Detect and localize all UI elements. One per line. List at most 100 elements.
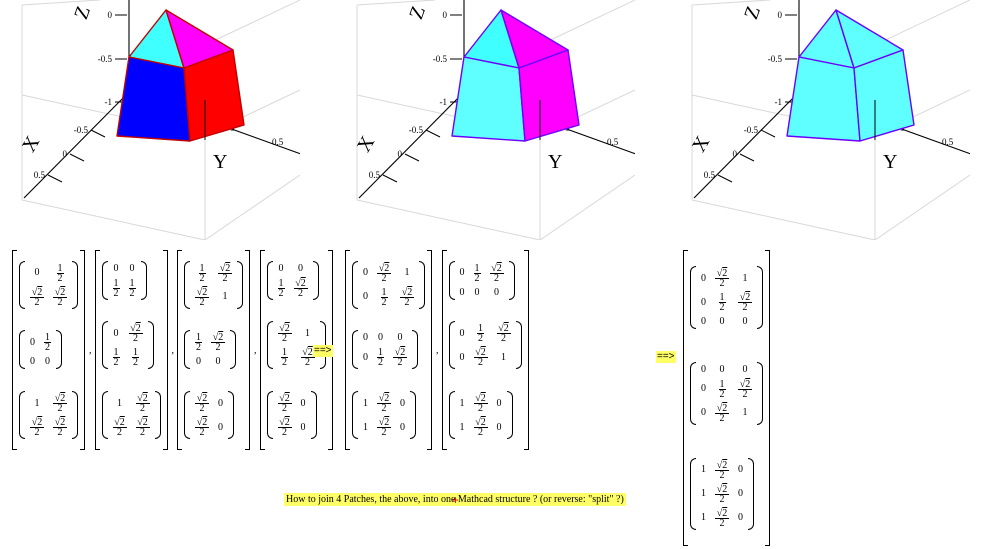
patch-bottom-left	[451, 56, 526, 142]
box-edge	[874, 0, 970, 46]
surface	[116, 9, 245, 142]
surface	[451, 9, 580, 142]
patch-bottom-left	[116, 56, 191, 142]
x-axis-line	[358, 91, 465, 199]
z-tick-label: -1	[105, 97, 113, 107]
z-tick-label: -1	[440, 97, 448, 107]
z-tick-label: 0	[443, 10, 448, 20]
x-tick-label: -0.5	[744, 125, 759, 135]
x-tick-label: 0.5	[704, 170, 716, 180]
box-edge	[356, 199, 541, 240]
bounding-box	[356, 0, 635, 240]
z-tick-label: 0	[778, 10, 783, 20]
x-tick-label: 0	[398, 149, 403, 159]
x-tick-mark	[47, 174, 63, 183]
y-tick-label: 0.5	[607, 137, 619, 147]
z-tick-label: 0	[108, 10, 113, 20]
x-tick-label: 0.5	[34, 170, 46, 180]
x-tick-label: 0	[63, 149, 68, 159]
z-tick-label: -0.5	[768, 54, 783, 64]
arrow-label-2: ==>	[656, 351, 676, 363]
z-tick-label: -0.5	[98, 54, 113, 64]
plot-1[interactable]: 0-0.5-1-0.500.500.51ZYX	[0, 0, 300, 240]
box-edge	[691, 199, 876, 240]
y-axis-name: Y	[548, 151, 562, 173]
box-edge	[691, 0, 771, 6]
z-axis-name: Z	[70, 3, 95, 22]
y-axis-name: Y	[883, 151, 897, 173]
bounding-box	[21, 0, 300, 240]
z-tick-label: -0.5	[433, 54, 448, 64]
patch-bottom-right	[518, 49, 580, 142]
plot-3[interactable]: 0-0.5-1-0.500.500.51ZYX	[670, 0, 970, 240]
x-tick-mark	[717, 174, 733, 183]
x-tick-label: 0.5	[369, 170, 381, 180]
x-tick-mark	[404, 153, 420, 162]
patch-bottom-left	[786, 56, 861, 142]
x-tick-mark	[382, 174, 398, 183]
plot-canvas: 0-0.5-1-0.500.500.51ZYX	[18, 0, 300, 240]
box-edge	[204, 174, 300, 240]
x-tick-label: -0.5	[74, 125, 89, 135]
crosshair-cursor-icon: +	[452, 493, 460, 507]
box-edge	[204, 0, 300, 46]
x-tick-mark	[425, 129, 441, 138]
box-edge	[874, 174, 970, 240]
plot-2[interactable]: 0-0.5-1-0.500.500.51ZYX	[335, 0, 635, 240]
box-edge	[539, 0, 635, 46]
box-edge	[21, 0, 101, 6]
y-axis-name: Y	[213, 151, 227, 173]
y-tick-label: 0.5	[942, 137, 954, 147]
plot-canvas: 0-0.5-1-0.500.500.51ZYX	[688, 0, 970, 240]
x-tick-mark	[739, 153, 755, 162]
x-axis-line	[693, 91, 800, 199]
x-tick-label: 0	[733, 149, 738, 159]
arrow-label-1: ==>	[313, 345, 333, 357]
x-tick-label: -0.5	[409, 125, 424, 135]
patch-bottom-right	[183, 49, 245, 142]
z-axis-name: Z	[405, 3, 430, 22]
y-tick-label: 0.5	[272, 137, 284, 147]
x-tick-mark	[69, 153, 85, 162]
box-edge	[356, 0, 436, 6]
x-tick-mark	[760, 129, 776, 138]
x-tick-mark	[90, 129, 106, 138]
patch-bottom-right	[853, 49, 915, 142]
plot-canvas: 0-0.5-1-0.500.500.51ZYX	[353, 0, 635, 240]
z-axis-name: Z	[740, 3, 765, 22]
x-axis-line	[23, 91, 130, 199]
z-tick-label: -1	[775, 97, 783, 107]
box-edge	[539, 174, 635, 240]
question-text: How to join 4 Patches, the above, into o…	[284, 493, 626, 506]
